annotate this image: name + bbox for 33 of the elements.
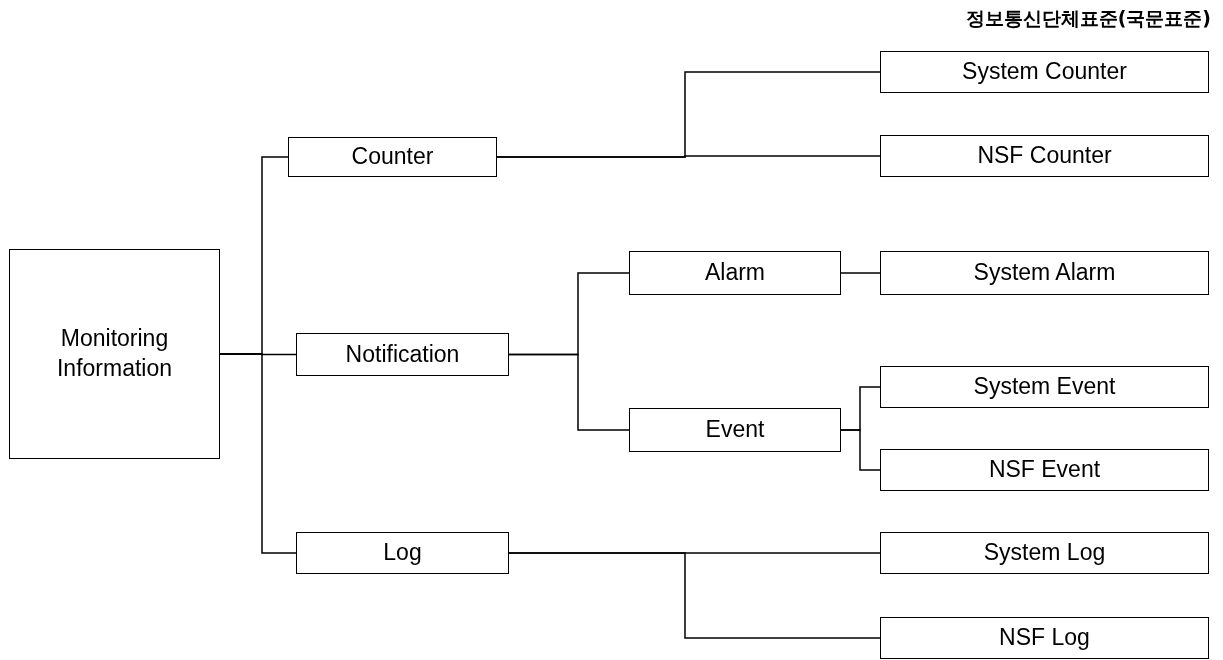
box-label: System Alarm xyxy=(973,258,1116,288)
tree-box xyxy=(880,532,1209,574)
box-label: Alarm xyxy=(704,258,766,288)
box-label: Event xyxy=(705,415,765,445)
box-label: NSF Counter xyxy=(977,141,1112,171)
connector-line xyxy=(219,353,297,554)
box-label: Counter xyxy=(351,142,434,172)
tree-box xyxy=(288,137,497,177)
box-label: System Log xyxy=(983,538,1106,568)
tree-box xyxy=(880,135,1209,177)
box-label: Notification xyxy=(345,339,460,369)
connector-line xyxy=(496,155,881,158)
tree-box xyxy=(296,333,509,376)
connector-line xyxy=(840,272,881,274)
document-header: 정보통신단체표준(국문표준) xyxy=(965,6,1211,31)
box-label: Monitoring Information xyxy=(55,324,174,383)
box-label: Log xyxy=(383,538,422,568)
tree-box xyxy=(880,51,1209,93)
box-label: NSF Event xyxy=(988,455,1101,485)
connector-line xyxy=(508,552,881,639)
tree-box xyxy=(629,251,841,295)
box-label: System Counter xyxy=(962,57,1127,87)
tree-box xyxy=(296,532,509,574)
connector-line xyxy=(508,353,630,431)
tree-box xyxy=(9,249,220,459)
box-label: NSF Log xyxy=(999,623,1090,653)
box-label: System Event xyxy=(973,372,1116,402)
tree-box xyxy=(880,366,1209,408)
tree-box xyxy=(880,251,1209,295)
tree-box xyxy=(629,408,841,452)
connector-line xyxy=(840,429,881,471)
tree-box xyxy=(880,449,1209,491)
tree-box xyxy=(880,617,1209,659)
